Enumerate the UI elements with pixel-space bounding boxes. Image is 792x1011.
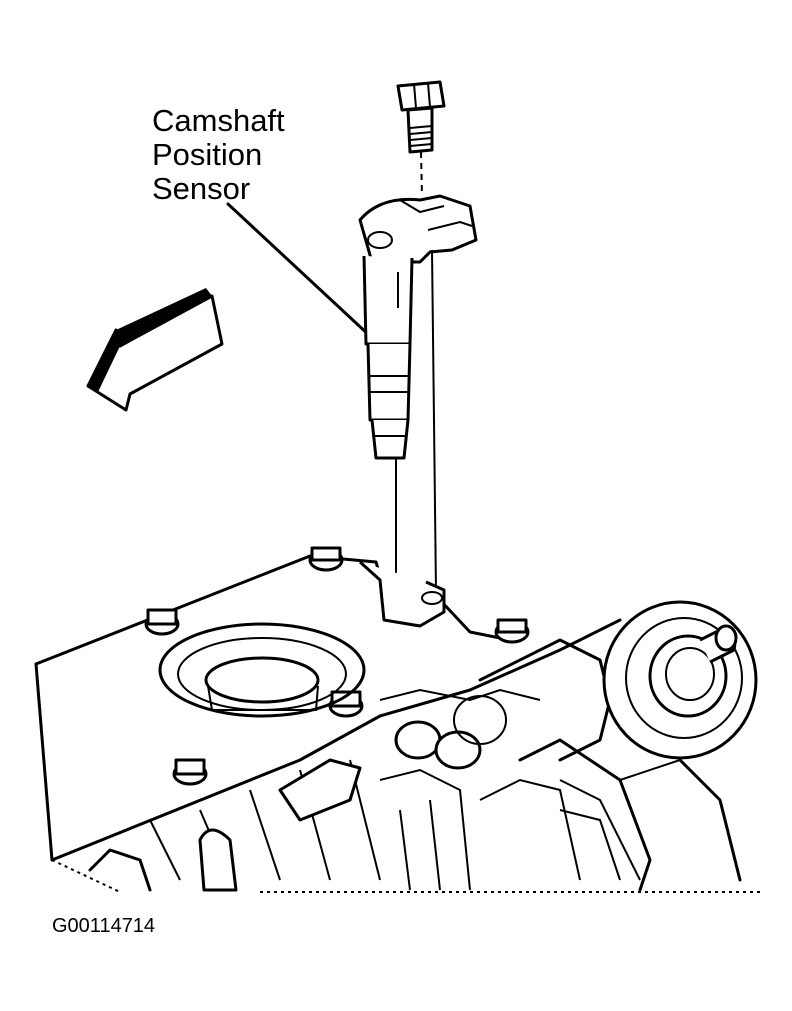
callout-line-1: Camshaft bbox=[152, 103, 285, 138]
direction-arrow-icon bbox=[86, 288, 224, 412]
head-bolt bbox=[144, 608, 180, 636]
engine-cylinder-head bbox=[34, 546, 760, 893]
figure-id: G00114714 bbox=[52, 915, 156, 937]
round-opening bbox=[158, 622, 366, 718]
camshaft-position-sensor bbox=[358, 194, 478, 620]
head-bolt bbox=[172, 758, 208, 786]
callout-line-3: Sensor bbox=[152, 171, 251, 206]
callout-leader-line bbox=[226, 202, 372, 338]
pulley-hub bbox=[602, 600, 758, 760]
sensor-callout-label: Camshaft Position Sensor bbox=[152, 104, 285, 206]
head-bolt bbox=[308, 546, 344, 572]
bolt bbox=[396, 80, 446, 197]
head-bolt bbox=[494, 618, 530, 644]
callout-line-2: Position bbox=[152, 137, 263, 172]
